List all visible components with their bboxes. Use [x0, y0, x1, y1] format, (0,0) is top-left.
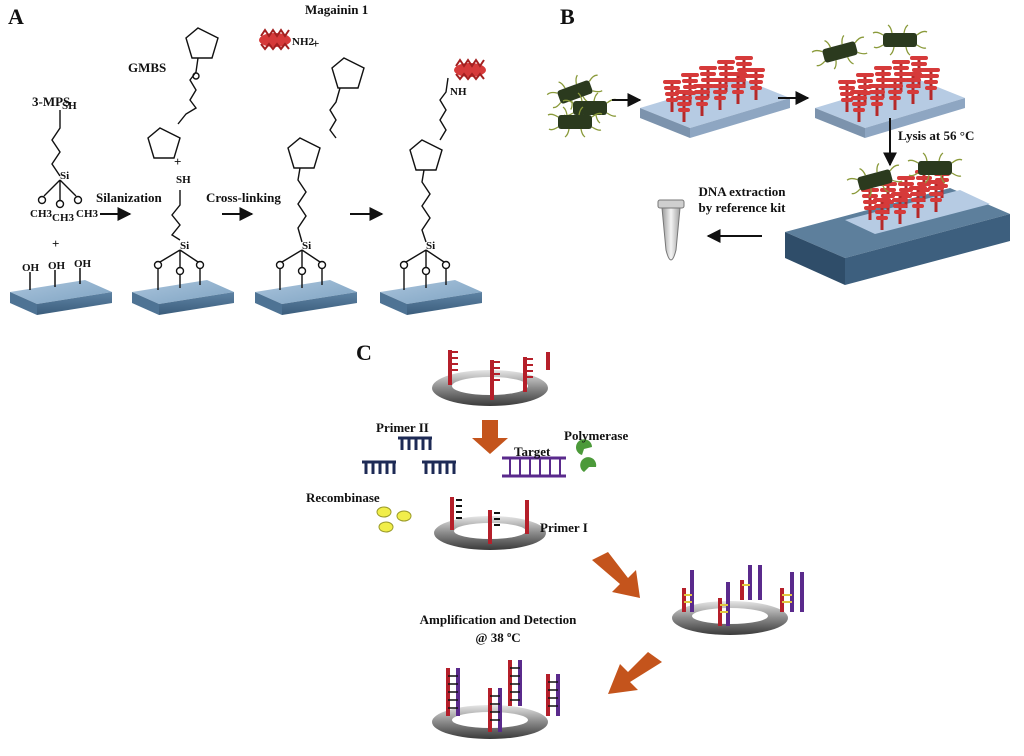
plus-sign-a2: + — [174, 154, 182, 169]
panel-label-b: B — [560, 4, 575, 29]
slide-b2 — [809, 24, 965, 138]
amplification-label-2: @ 38 ºC — [475, 630, 521, 645]
polymerase-label: Polymerase — [564, 428, 629, 443]
step-silanization-label: Silanization — [96, 190, 162, 205]
lysis-label: Lysis at 56 °C — [898, 128, 975, 143]
dna-extraction-label-2: by reference kit — [698, 200, 786, 215]
plus-sign-a1: + — [52, 236, 60, 251]
panel-label-a: A — [8, 4, 24, 29]
atom-si-label-3: Si — [302, 240, 312, 252]
amplification-label-1: Amplification and Detection — [419, 612, 577, 627]
substrate-a1 — [10, 280, 112, 315]
hydroxyl-groups — [29, 268, 81, 290]
methyl-label-2: CH3 — [52, 212, 74, 224]
hydroxyl-label-3: OH — [74, 258, 92, 270]
target-dna — [502, 456, 566, 478]
ring-c3 — [672, 565, 804, 635]
silane-chain — [153, 190, 205, 290]
substrate-a3 — [255, 280, 357, 315]
primer-ii-group — [362, 436, 456, 474]
amine-label-2: NH — [450, 86, 467, 98]
atom-sh-label-1: SH — [62, 100, 77, 112]
gmbs-molecule — [147, 27, 219, 159]
substrate-a4 — [380, 280, 482, 315]
target-label: Target — [514, 444, 551, 459]
slide-b1 — [640, 56, 790, 138]
primer-i-label: Primer I — [540, 520, 588, 535]
reagent-magainin-label: Magainin 1 — [305, 2, 369, 17]
ring-c2 — [434, 497, 546, 550]
ring-c4 — [432, 660, 560, 739]
orange-arrow-left-down — [608, 652, 662, 694]
plus-sign-a3: + — [312, 36, 320, 51]
recombinase-shapes — [376, 506, 412, 533]
final-chain — [399, 77, 451, 290]
substrate-a2 — [132, 280, 234, 315]
orange-arrow-down — [472, 420, 508, 454]
reagent-gmbs-label: GMBS — [128, 60, 167, 75]
step-crosslinking-label: Cross-linking — [206, 190, 281, 205]
arrows-panel-b — [612, 91, 897, 243]
microtube — [657, 199, 685, 261]
atom-si-label-2: Si — [180, 240, 190, 252]
heating-block — [785, 152, 1010, 285]
primer-ii-label: Primer II — [376, 420, 429, 435]
magainin-peptide-2 — [453, 59, 487, 80]
crosslinked-chain — [275, 57, 365, 290]
panel-label-c: C — [356, 340, 372, 365]
amine-label-1: NH2 — [292, 36, 314, 48]
hydroxyl-label-2: OH — [48, 260, 66, 272]
mps-molecule — [37, 110, 83, 209]
methyl-label-3: CH3 — [76, 208, 98, 220]
ring-c1 — [432, 350, 550, 406]
polymerase-shapes — [576, 439, 597, 472]
hydroxyl-label-1: OH — [22, 262, 40, 274]
atom-si-label-4: Si — [426, 240, 436, 252]
methyl-label-1: CH3 — [30, 208, 52, 220]
recombinase-label: Recombinase — [306, 490, 380, 505]
bacteria-cluster — [543, 68, 618, 138]
reagent-3mps-label: 3-MPS — [32, 94, 71, 109]
orange-arrow-right-down — [592, 552, 640, 598]
dna-extraction-label-1: DNA extraction — [698, 184, 786, 199]
magainin-peptide-1 — [258, 29, 292, 50]
atom-sh-label-2: SH — [176, 174, 191, 186]
atom-si-label-1: Si — [60, 170, 70, 182]
